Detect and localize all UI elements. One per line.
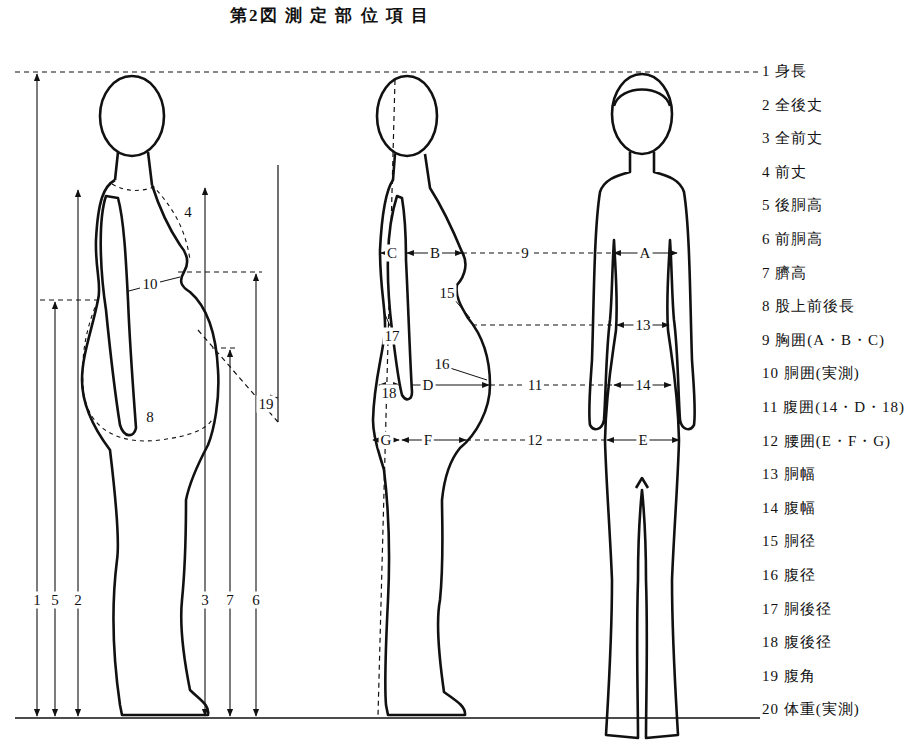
measure-letter: B bbox=[428, 245, 442, 262]
measurement-item: 14 腹幅 bbox=[762, 501, 816, 516]
side-figure-middle bbox=[373, 76, 490, 715]
leader-lines bbox=[103, 277, 487, 380]
measurement-item: 19 腹角 bbox=[762, 669, 816, 684]
callout-number: 19 bbox=[257, 396, 276, 413]
callout-number: 7 bbox=[224, 592, 236, 609]
callout-number: 12 bbox=[526, 432, 545, 449]
measure-letter: C bbox=[385, 245, 399, 262]
measurement-item: 1 身長 bbox=[762, 64, 807, 79]
callout-number: 2 bbox=[72, 592, 84, 609]
side-figure-outline bbox=[83, 184, 212, 441]
measurement-item: 10 胴囲(実測) bbox=[762, 366, 860, 381]
measure-letter: A bbox=[638, 245, 653, 262]
callout-number: 14 bbox=[634, 377, 653, 394]
callout-number: 11 bbox=[526, 377, 544, 394]
measurement-item: 3 全前丈 bbox=[762, 131, 823, 146]
callout-number: 6 bbox=[250, 592, 262, 609]
measurement-item: 11 腹囲(14・D・18) bbox=[762, 400, 905, 415]
measurement-item: 17 胴後径 bbox=[762, 602, 832, 617]
callout-number: 9 bbox=[519, 245, 531, 262]
side-figure-left bbox=[82, 76, 218, 715]
callout-number: 13 bbox=[634, 317, 653, 334]
dimension-arrows bbox=[37, 74, 679, 716]
measurement-item: 9 胸囲(A・B・C) bbox=[762, 333, 885, 348]
measure-letter: E bbox=[636, 432, 649, 449]
callout-number: 18 bbox=[380, 385, 399, 402]
callout-number: 5 bbox=[49, 592, 61, 609]
measurement-item: 4 前丈 bbox=[762, 165, 807, 180]
measurement-item: 13 胴幅 bbox=[762, 467, 816, 482]
measure-letter: F bbox=[422, 432, 434, 449]
measurement-item: 5 後胴高 bbox=[762, 198, 823, 213]
reference-lines bbox=[15, 72, 760, 718]
callout-number: 4 bbox=[182, 204, 194, 221]
measurement-item: 16 腹径 bbox=[762, 568, 816, 583]
measure-letter: D bbox=[421, 377, 436, 394]
callout-number: 1 bbox=[31, 592, 43, 609]
callout-number: 15 bbox=[438, 285, 457, 302]
callout-number: 10 bbox=[141, 276, 160, 293]
figure-title: 第2図 測 定 部 位 項 目 bbox=[230, 4, 430, 27]
measurement-item: 20 体重(実測) bbox=[762, 702, 860, 717]
callout-number: 3 bbox=[199, 592, 211, 609]
measurement-item: 15 胴径 bbox=[762, 534, 816, 549]
measurement-item: 2 全後丈 bbox=[762, 98, 823, 113]
measurement-item: 7 臍高 bbox=[762, 266, 807, 281]
measurement-item: 18 腹後径 bbox=[762, 635, 832, 650]
callout-number: 8 bbox=[144, 409, 156, 426]
measurement-item: 8 股上前後長 bbox=[762, 299, 855, 314]
measurement-item: 12 腰囲(E・F・G) bbox=[762, 434, 891, 449]
measure-letter: G bbox=[379, 432, 394, 449]
front-figure bbox=[589, 74, 695, 738]
callout-number: 16 bbox=[433, 356, 452, 373]
measurement-item: 6 前胴高 bbox=[762, 232, 823, 247]
callout-number: 17 bbox=[383, 328, 402, 345]
